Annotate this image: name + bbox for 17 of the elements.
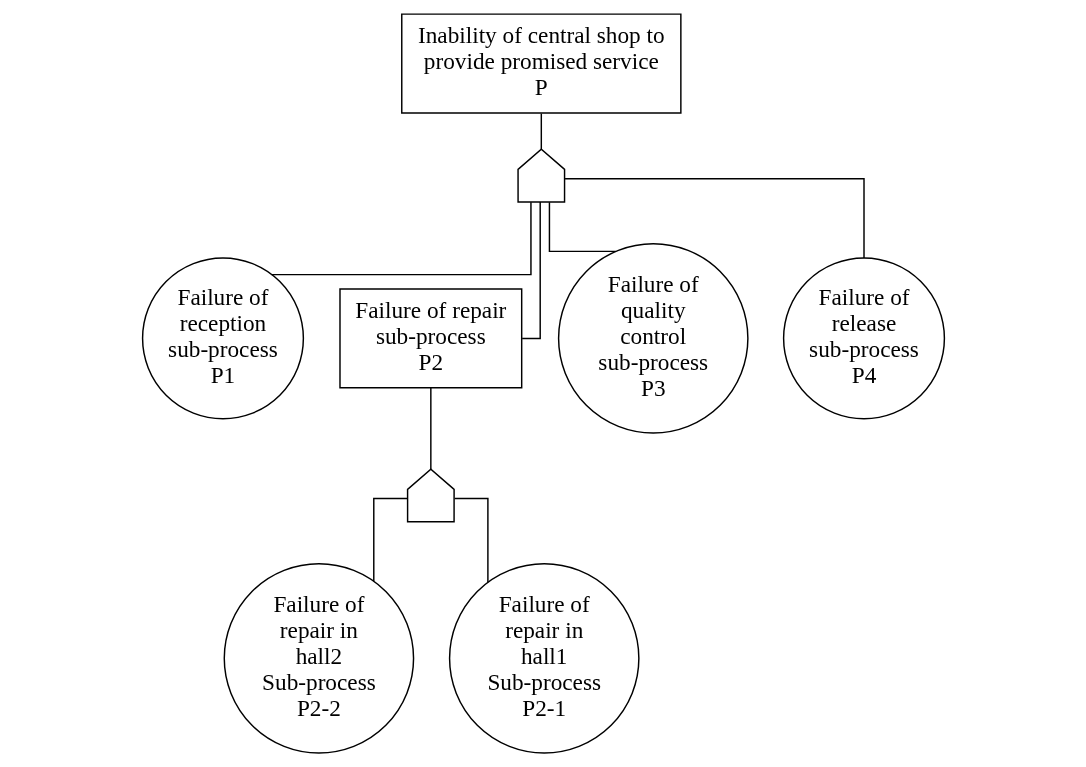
connector: [429, 387, 432, 470]
node-box: Failure of repair sub-process P2: [338, 288, 522, 389]
node-circle: Failure of repair in hall2 Sub-process P2-2: [223, 562, 414, 754]
connector: [563, 178, 865, 259]
connector: [548, 201, 616, 253]
connector: [453, 497, 489, 583]
connector: [270, 201, 532, 276]
node-gate: [406, 468, 455, 523]
node-circle: Failure of release sub-process P4: [782, 257, 945, 420]
node-circle: Failure of quality control sub-process P3: [557, 243, 749, 434]
connector: [520, 201, 541, 340]
node-circle: Failure of repair in hall1 Sub-process P2-1: [448, 562, 640, 754]
connector: [540, 112, 542, 150]
node-box: Inability of central shop to provide promised service P: [400, 13, 682, 114]
connector: [372, 497, 408, 582]
node-circle: Failure of reception sub-process P1: [141, 257, 304, 420]
node-gate: [516, 148, 565, 203]
